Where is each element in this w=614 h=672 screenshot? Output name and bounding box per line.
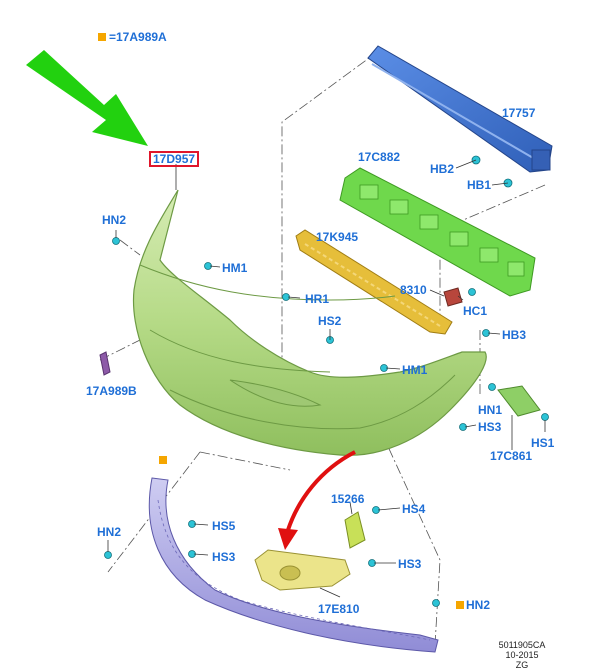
- legend-marker: [98, 33, 106, 41]
- red-arrow: [278, 450, 356, 550]
- legend-marker-valance: [159, 456, 167, 464]
- bracket-17C861: [497, 385, 541, 417]
- label-HB1[interactable]: HB1: [467, 178, 492, 192]
- document-reference: 5011905CA 10-2015 ZG: [490, 640, 554, 670]
- legend: =17A989A: [98, 30, 167, 44]
- label-HN2-top[interactable]: HN2: [102, 213, 127, 227]
- label-HN2-left[interactable]: HN2: [97, 525, 122, 539]
- label-HS5[interactable]: HS5: [212, 519, 236, 533]
- green-arrow: [26, 50, 148, 146]
- lower-valance: [148, 477, 439, 653]
- label-17K945[interactable]: 17K945: [316, 230, 359, 244]
- label-17E810[interactable]: 17E810: [318, 602, 360, 616]
- label-HS3-b[interactable]: HS3: [212, 550, 236, 564]
- label-17C882[interactable]: 17C882: [358, 150, 401, 164]
- bumper-reinforcement-17757: [367, 45, 553, 173]
- label-HN1[interactable]: HN1: [478, 403, 503, 417]
- legend-text: =17A989A: [109, 30, 167, 44]
- label-8310[interactable]: 8310: [400, 283, 427, 297]
- label-17A989B[interactable]: 17A989B: [86, 384, 137, 398]
- trim-17A989B: [99, 351, 111, 376]
- doc-code: 5011905CA: [498, 640, 546, 650]
- label-HS4[interactable]: HS4: [402, 502, 426, 516]
- label-HC1[interactable]: HC1: [463, 304, 488, 318]
- label-17757[interactable]: 17757: [502, 106, 536, 120]
- label-HS1[interactable]: HS1: [531, 436, 555, 450]
- grille-insert-17E810: [254, 549, 351, 591]
- label-HS3-a[interactable]: HS3: [478, 420, 502, 434]
- bumper-cover-17D957: [132, 189, 487, 456]
- energy-absorber-17C882: [339, 167, 536, 297]
- doc-date: 10-2015: [505, 650, 539, 660]
- label-HB3[interactable]: HB3: [502, 328, 527, 342]
- label-17C861[interactable]: 17C861: [490, 449, 533, 463]
- bracket-15266: [344, 511, 366, 549]
- label-HS2[interactable]: HS2: [318, 314, 342, 328]
- label-HM1-a[interactable]: HM1: [222, 261, 248, 275]
- label-15266[interactable]: 15266: [331, 492, 365, 506]
- label-HS3-c[interactable]: HS3: [398, 557, 422, 571]
- highlighted-part-label[interactable]: 17D957: [149, 151, 200, 167]
- bracket-8310: [443, 287, 463, 307]
- legend-marker-hn2: [456, 601, 464, 609]
- label-HM1-b[interactable]: HM1: [402, 363, 428, 377]
- absorber-strip-17K945: [295, 229, 453, 335]
- callout-lines: [107, 159, 546, 598]
- label-HB2[interactable]: HB2: [430, 162, 455, 176]
- fasteners: [104, 155, 549, 607]
- label-HR1[interactable]: HR1: [305, 292, 330, 306]
- doc-initials: ZG: [515, 660, 529, 670]
- label-HN2-bottom[interactable]: HN2: [466, 598, 491, 612]
